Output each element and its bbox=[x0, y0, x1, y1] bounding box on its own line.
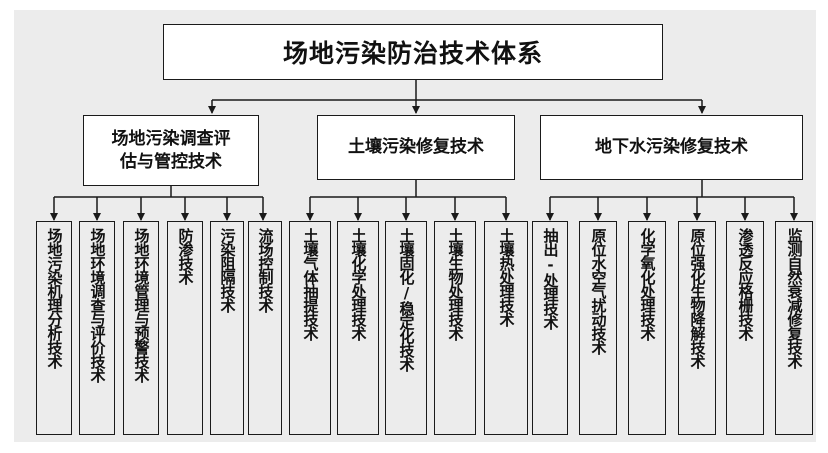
leaf-site-pollution-mechanism: 场地污染机理分析技术 bbox=[36, 221, 72, 435]
root-node-title: 场地污染防治技术体系 bbox=[163, 24, 663, 80]
leaf-soil-thermal-treatment: 土壤热处理技术 bbox=[484, 221, 528, 435]
category-site-investigation-line2: 估与管控技术 bbox=[120, 151, 222, 172]
leaf-monitored-natural-attenuation: 监测自然衰减修复技术 bbox=[775, 221, 813, 435]
leaf-text: 场地环境管理与预警技术 bbox=[132, 228, 151, 382]
leaf-soil-solidification: 土壤固化/稳定化技术 bbox=[385, 221, 427, 435]
leaf-text: 土壤化学处理技术 bbox=[349, 228, 368, 340]
category-groundwater-remediation: 地下水污染修复技术 bbox=[540, 115, 803, 180]
leaf-site-management-warning: 场地环境管理与预警技术 bbox=[123, 221, 159, 435]
leaf-chemical-oxidation: 化学氧化处理技术 bbox=[628, 221, 666, 435]
category-site-investigation-line1: 场地污染调查评 bbox=[111, 128, 231, 149]
leaf-site-survey-evaluation: 场地环境调查与评价技术 bbox=[79, 221, 115, 435]
leaf-text: 原位水空气扰动技术 bbox=[589, 228, 608, 354]
leaf-text: 土壤气体抽提技术 bbox=[301, 228, 320, 340]
leaf-enhanced-bioremediation: 原位强化生物降解技术 bbox=[678, 221, 716, 435]
leaf-text: 土壤生物处理技术 bbox=[446, 228, 465, 340]
category-soil-remediation: 土壤污染修复技术 bbox=[317, 115, 515, 180]
leaf-text: 防渗技术 bbox=[176, 228, 195, 284]
leaf-text: 流场控制技术 bbox=[256, 228, 275, 312]
leaf-text: 监测自然衰减修复技术 bbox=[785, 228, 804, 368]
leaf-in-situ-air-sparging: 原位水空气扰动技术 bbox=[579, 221, 617, 435]
leaf-text: 土壤固化/稳定化技术 bbox=[397, 228, 416, 371]
leaf-text: 污染阻隔技术 bbox=[218, 228, 237, 312]
leaf-text: 渗透反应格栅技术 bbox=[736, 228, 755, 340]
leaf-seepage-prevention: 防渗技术 bbox=[167, 221, 203, 435]
leaf-flow-field-control: 流场控制技术 bbox=[248, 221, 282, 435]
leaf-text: 抽出-处理技术 bbox=[541, 228, 560, 329]
leaf-permeable-reactive-barrier: 渗透反应格栅技术 bbox=[726, 221, 764, 435]
leaf-soil-chemical-treatment: 土壤化学处理技术 bbox=[337, 221, 379, 435]
leaf-text: 场地污染机理分析技术 bbox=[45, 228, 64, 368]
leaf-soil-biological-treatment: 土壤生物处理技术 bbox=[434, 221, 476, 435]
leaf-text: 化学氧化处理技术 bbox=[638, 228, 657, 340]
leaf-soil-vapor-extraction: 土壤气体抽提技术 bbox=[289, 221, 331, 435]
category-site-investigation: 场地污染调查评 估与管控技术 bbox=[83, 115, 259, 186]
category-site-investigation-label: 场地污染调查评 估与管控技术 bbox=[112, 128, 231, 174]
leaf-text: 场地环境调查与评价技术 bbox=[88, 228, 107, 382]
leaf-text: 原位强化生物降解技术 bbox=[688, 228, 707, 368]
leaf-pump-and-treat: 抽出-处理技术 bbox=[532, 221, 568, 435]
leaf-text: 土壤热处理技术 bbox=[497, 228, 516, 326]
leaf-pollution-barrier: 污染阻隔技术 bbox=[210, 221, 244, 435]
